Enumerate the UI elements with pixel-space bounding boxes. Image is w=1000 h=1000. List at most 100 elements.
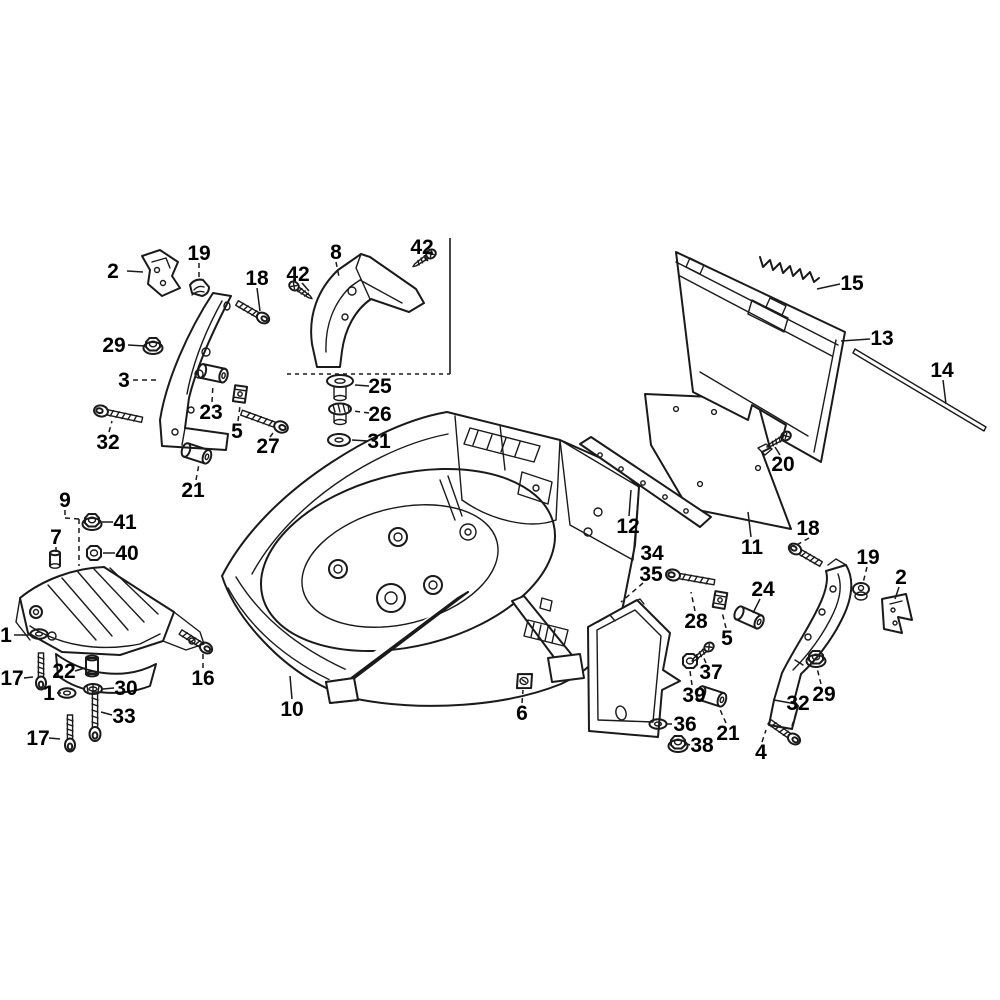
callout-leader-32 xyxy=(791,712,797,727)
callout-leader-28 xyxy=(690,591,696,612)
callout-label-17: 17 xyxy=(0,667,23,690)
callout-label-5: 5 xyxy=(721,627,733,650)
front-guard-group xyxy=(15,513,216,753)
callout-label-18: 18 xyxy=(796,517,820,540)
left-handle-bracket-group xyxy=(92,249,291,466)
part-8-guard-bracket xyxy=(310,253,425,368)
part-34-35-side-cover xyxy=(587,599,681,738)
callout-label-24: 24 xyxy=(751,578,775,601)
callout-label-35: 35 xyxy=(639,563,663,586)
callout-label-17: 17 xyxy=(26,727,49,750)
callout-leader-29 xyxy=(816,667,822,685)
blade-bolt-bosses xyxy=(328,527,443,595)
callout-leader-2 xyxy=(894,586,900,600)
callout-label-5: 5 xyxy=(231,420,243,443)
callout-leader-12 xyxy=(628,489,632,517)
part-7-pin xyxy=(49,549,61,569)
callout-leader-10 xyxy=(289,675,293,700)
callout-label-28: 28 xyxy=(684,610,708,633)
callout-label-42: 42 xyxy=(410,236,433,259)
callout-leader-8 xyxy=(335,261,340,278)
callout-label-41: 41 xyxy=(113,511,137,534)
part-19-grommet-right xyxy=(852,582,870,601)
callout-label-27: 27 xyxy=(256,435,279,458)
callout-leader-35 xyxy=(620,582,644,603)
callout-leader-24 xyxy=(752,598,761,614)
callout-label-26: 26 xyxy=(368,403,391,426)
callout-leader-22 xyxy=(74,667,86,672)
callout-label-6: 6 xyxy=(516,702,528,725)
callout-label-10: 10 xyxy=(280,698,303,721)
callout-label-4: 4 xyxy=(755,741,767,764)
callout-leader-15 xyxy=(816,283,841,290)
callout-leader-21 xyxy=(195,463,200,481)
callout-label-7: 7 xyxy=(50,526,62,549)
callout-label-40: 40 xyxy=(115,542,138,565)
callout-leader-39 xyxy=(689,670,693,686)
callout-leader-17 xyxy=(48,737,61,740)
deck-right-rail xyxy=(511,595,585,683)
callout-label-29: 29 xyxy=(812,683,835,706)
callout-label-9: 9 xyxy=(59,489,71,512)
part-31-washer xyxy=(327,433,351,447)
callout-label-37: 37 xyxy=(699,661,722,684)
callout-leader-2 xyxy=(126,270,144,273)
callout-leader-17 xyxy=(23,676,34,679)
callout-label-36: 36 xyxy=(673,713,696,736)
callout-label-33: 33 xyxy=(112,705,135,728)
callout-leader-14 xyxy=(942,379,947,405)
callout-leader-37 xyxy=(702,655,707,664)
callout-label-32: 32 xyxy=(786,692,809,715)
callout-label-1: 1 xyxy=(0,624,12,647)
callout-leader-5 xyxy=(237,405,241,422)
callout-label-21: 21 xyxy=(181,479,205,502)
deck-front-bumper xyxy=(227,576,469,704)
callout-leader-6 xyxy=(521,689,524,704)
callout-label-38: 38 xyxy=(690,734,714,757)
callout-leader-27 xyxy=(269,428,277,438)
callout-leader-13 xyxy=(840,338,871,342)
callout-leader-30 xyxy=(102,687,115,690)
part-14-rod xyxy=(852,348,987,432)
inset-box-group xyxy=(286,246,439,368)
deck-rear-structure xyxy=(439,415,640,561)
callout-leader-21 xyxy=(717,704,727,724)
callout-label-39: 39 xyxy=(682,684,705,707)
callout-label-14: 14 xyxy=(930,359,954,382)
callout-label-30: 30 xyxy=(114,677,137,700)
callout-label-34: 34 xyxy=(640,542,664,565)
callout-label-13: 13 xyxy=(870,327,893,350)
callout-label-1: 1 xyxy=(43,682,55,705)
callout-leader-32 xyxy=(108,420,113,433)
callout-label-16: 16 xyxy=(191,667,214,690)
part-26-bushing xyxy=(328,402,352,426)
part-20-clip xyxy=(757,443,773,456)
part-13-rear-shield xyxy=(675,251,846,463)
part-10-cutter-housing xyxy=(221,411,640,707)
callout-label-8: 8 xyxy=(330,241,342,264)
callout-label-2: 2 xyxy=(895,566,907,589)
callout-leader-9 xyxy=(64,517,80,520)
callout-leader-29 xyxy=(127,344,146,347)
callout-leader-25 xyxy=(354,384,370,387)
callout-leader-18 xyxy=(256,287,261,312)
callout-label-20: 20 xyxy=(771,453,794,476)
callout-label-21: 21 xyxy=(716,722,740,745)
part-25-grommet xyxy=(326,374,354,402)
part-2-bracket-left xyxy=(141,249,181,297)
callout-label-25: 25 xyxy=(368,375,392,398)
callout-label-2: 2 xyxy=(107,260,119,283)
callout-label-19: 19 xyxy=(187,242,210,265)
callout-leader-38 xyxy=(686,743,691,746)
callout-label-18: 18 xyxy=(245,267,269,290)
callout-label-11: 11 xyxy=(741,536,764,559)
rear-shield-group xyxy=(579,251,987,530)
part-15-spring xyxy=(759,256,820,283)
callout-label-32: 32 xyxy=(96,431,119,454)
callout-label-22: 22 xyxy=(52,660,75,683)
callout-leader-18 xyxy=(792,537,810,548)
callout-leader-26 xyxy=(352,410,370,414)
